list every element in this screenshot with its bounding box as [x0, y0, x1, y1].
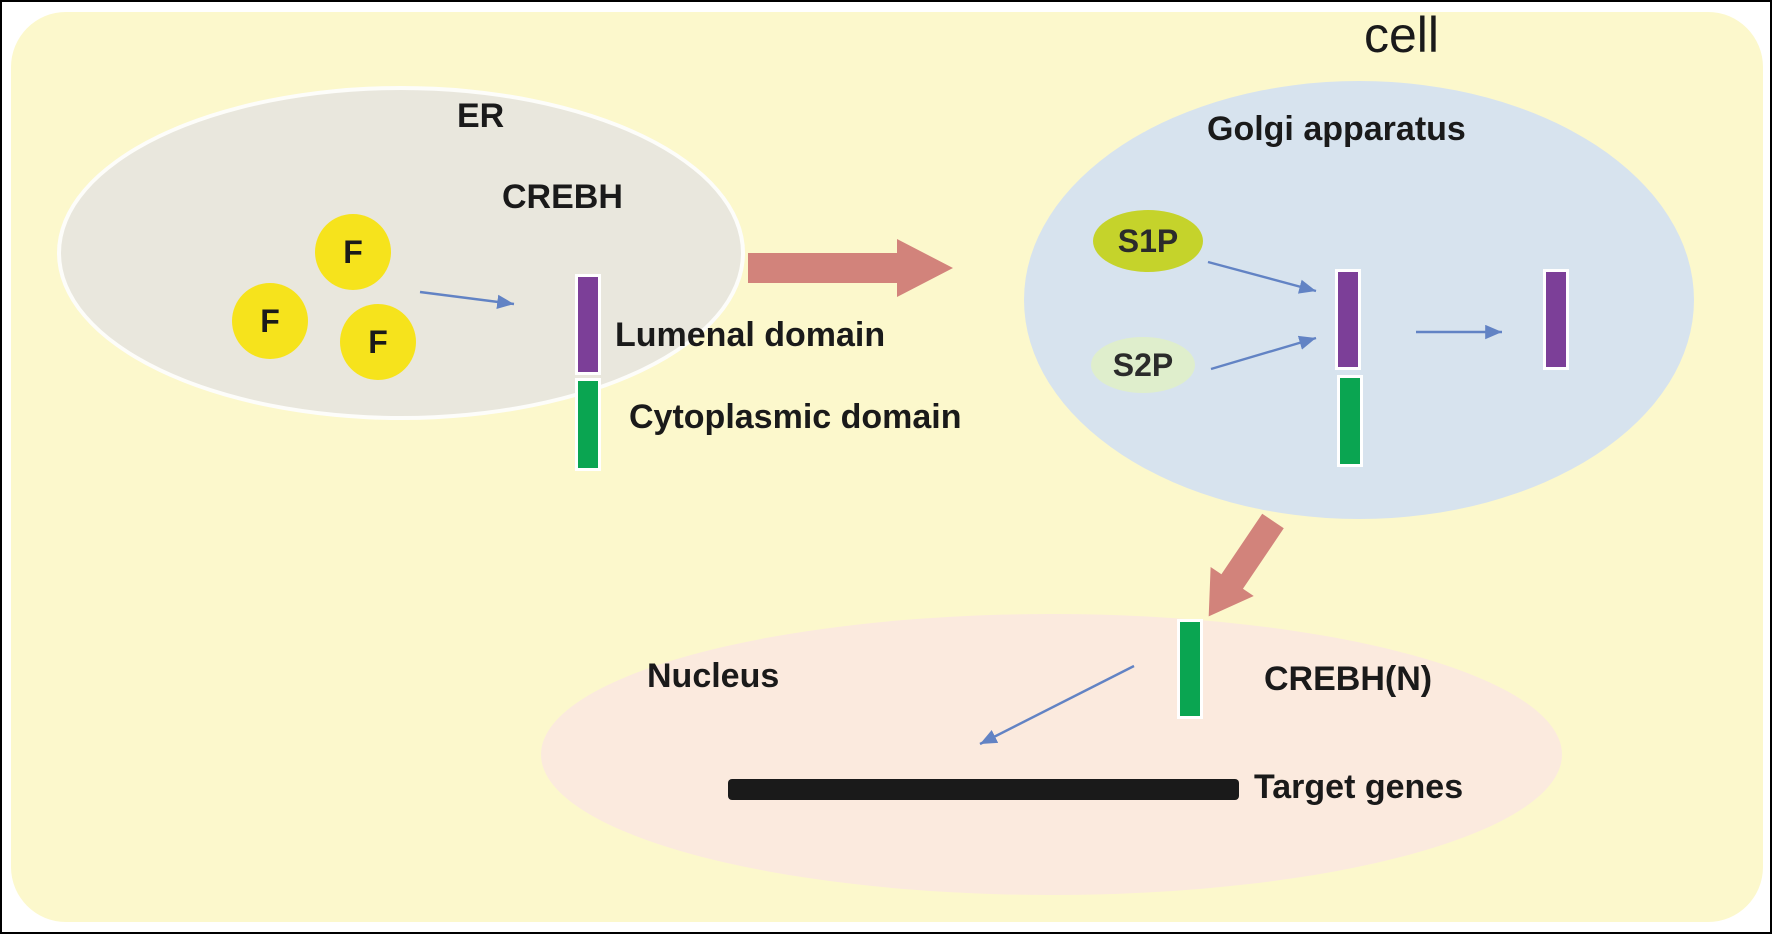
cleaved-lumenal-domain-bar: [1543, 269, 1569, 370]
nucleus-label: Nucleus: [647, 657, 780, 695]
crebh-n-label: CREBH(N): [1264, 660, 1433, 698]
s1p-badge: S1P: [1093, 210, 1203, 272]
golgi-lumenal-domain-bar: [1335, 269, 1361, 370]
lumenal-domain-label: Lumenal domain: [615, 316, 886, 354]
cytoplasmic-domain-label: Cytoplasmic domain: [629, 398, 962, 436]
fatty-acid-circle: F: [315, 214, 391, 290]
target-genes-label: Target genes: [1254, 768, 1464, 806]
golgi-cytoplasmic-domain-bar: [1337, 375, 1363, 467]
fatty-acid-circle: F: [340, 304, 416, 380]
er-label: ER: [457, 97, 505, 135]
fatty-acid-label: F: [260, 302, 280, 339]
fatty-acid-label: F: [343, 233, 363, 270]
fatty-acid-circle: F: [232, 283, 308, 359]
s1p-label: S1P: [1117, 222, 1179, 259]
nucleus-ellipse: [541, 614, 1562, 895]
s2p-label: S2P: [1112, 346, 1174, 383]
target-genes-bar: [728, 779, 1239, 800]
s2p-badge: S2P: [1091, 337, 1195, 393]
golgi-label: Golgi apparatus: [1207, 110, 1466, 148]
cytoplasmic-domain-bar: [575, 378, 601, 471]
lumenal-domain-bar: [575, 274, 601, 375]
fatty-acid-label: F: [368, 323, 388, 360]
crebh-n-bar: [1177, 619, 1203, 719]
cell-label: cell: [1364, 7, 1440, 63]
crebh-label: CREBH: [502, 178, 623, 216]
